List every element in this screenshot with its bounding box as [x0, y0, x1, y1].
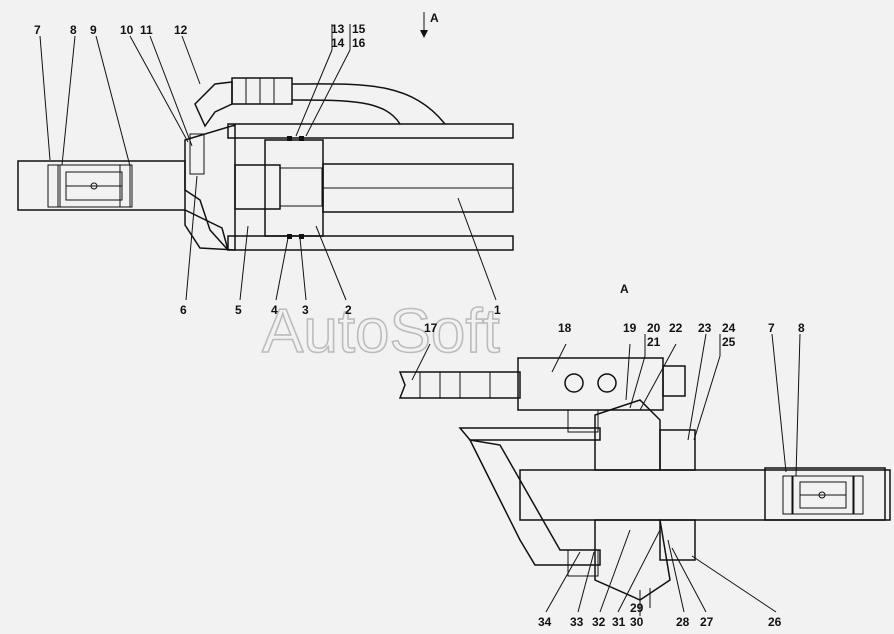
callout-24: 24: [722, 321, 736, 335]
callouts-bottom: 17 18 19 20 21 22 23 24 25 7 8 34 33 32 …: [424, 321, 805, 629]
callout-3: 3: [302, 303, 309, 317]
callout-26: 26: [768, 615, 782, 629]
callout-6: 6: [180, 303, 187, 317]
callout-14: 14: [331, 36, 345, 50]
callout-19: 19: [623, 321, 637, 335]
callout-23: 23: [698, 321, 712, 335]
leader-lines-top: [39, 24, 497, 301]
callout-33: 33: [570, 615, 584, 629]
callout-16: 16: [352, 36, 366, 50]
top-assembly: [17, 77, 514, 251]
callout-31: 31: [612, 615, 626, 629]
bottom-assembly: [398, 357, 891, 601]
callout-20: 20: [647, 321, 661, 335]
callout-2: 2: [345, 303, 352, 317]
callout-30: 30: [630, 615, 644, 629]
callout-28: 28: [676, 615, 690, 629]
view-label-a-bottom: A: [620, 282, 629, 296]
callout-5: 5: [235, 303, 242, 317]
callout-18: 18: [558, 321, 572, 335]
view-marks: A A: [420, 11, 629, 296]
callout-8-bottom: 8: [798, 321, 805, 335]
callout-17: 17: [424, 321, 438, 335]
watermark-text: AutoSoft: [262, 297, 500, 366]
callouts-top: 7 8 9 10 11 12 13 14 15 16 6 5 4 3 2 1: [34, 22, 501, 317]
callout-7-bottom: 7: [768, 321, 775, 335]
callout-9: 9: [90, 23, 97, 37]
callout-10: 10: [120, 23, 134, 37]
callout-11: 11: [140, 23, 153, 37]
callout-32: 32: [592, 615, 606, 629]
callout-21: 21: [647, 335, 661, 349]
callout-22: 22: [669, 321, 683, 335]
callout-4: 4: [271, 303, 278, 317]
callout-25: 25: [722, 335, 736, 349]
callout-13: 13: [331, 22, 345, 36]
callout-29: 29: [630, 601, 644, 615]
callout-15: 15: [352, 22, 366, 36]
callout-1: 1: [494, 303, 501, 317]
callout-34: 34: [538, 615, 552, 629]
callout-12: 12: [174, 23, 188, 37]
callout-7-top: 7: [34, 23, 41, 37]
view-label-a-top: A: [430, 11, 439, 25]
callout-27: 27: [700, 615, 714, 629]
leader-lines-bottom: [411, 333, 801, 616]
callout-8-top: 8: [70, 23, 77, 37]
